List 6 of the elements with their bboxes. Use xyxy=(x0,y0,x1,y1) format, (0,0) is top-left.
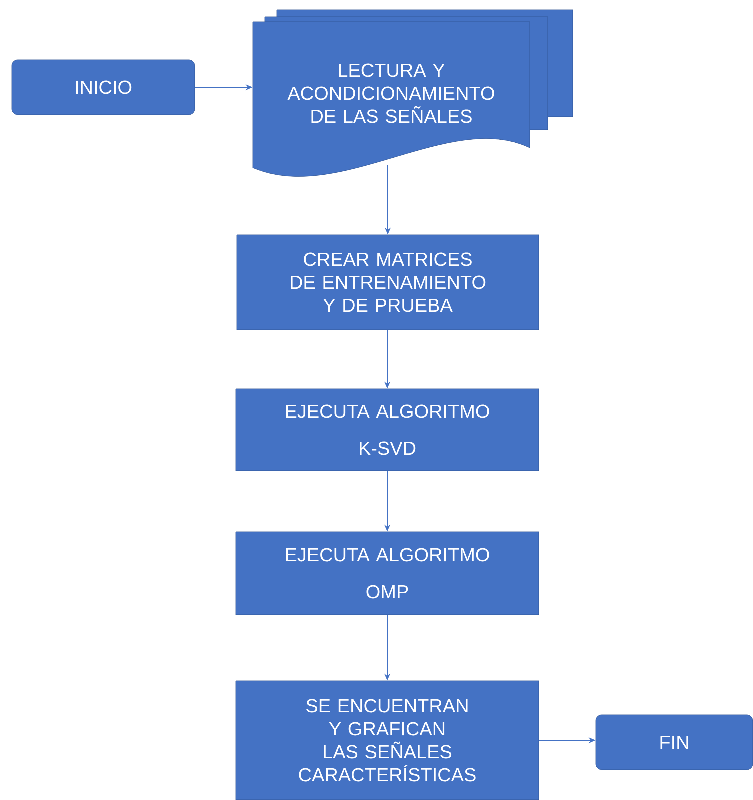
process-box: EJECUTA ALGORITMO K-SVD xyxy=(236,388,540,472)
terminal-box: FIN xyxy=(596,714,753,770)
process-box: SE ENCUENTRAN Y GRAFICAN LAS SEÑALES CARACTERÍSTICAS xyxy=(236,680,540,800)
terminal-box: INICIO xyxy=(12,60,196,116)
process-box: CREAR MATRICES DE ENTRENAMIENTO Y DE PRUEBA xyxy=(236,234,540,330)
process-box: EJECUTA ALGORITMO OMP xyxy=(236,532,540,616)
